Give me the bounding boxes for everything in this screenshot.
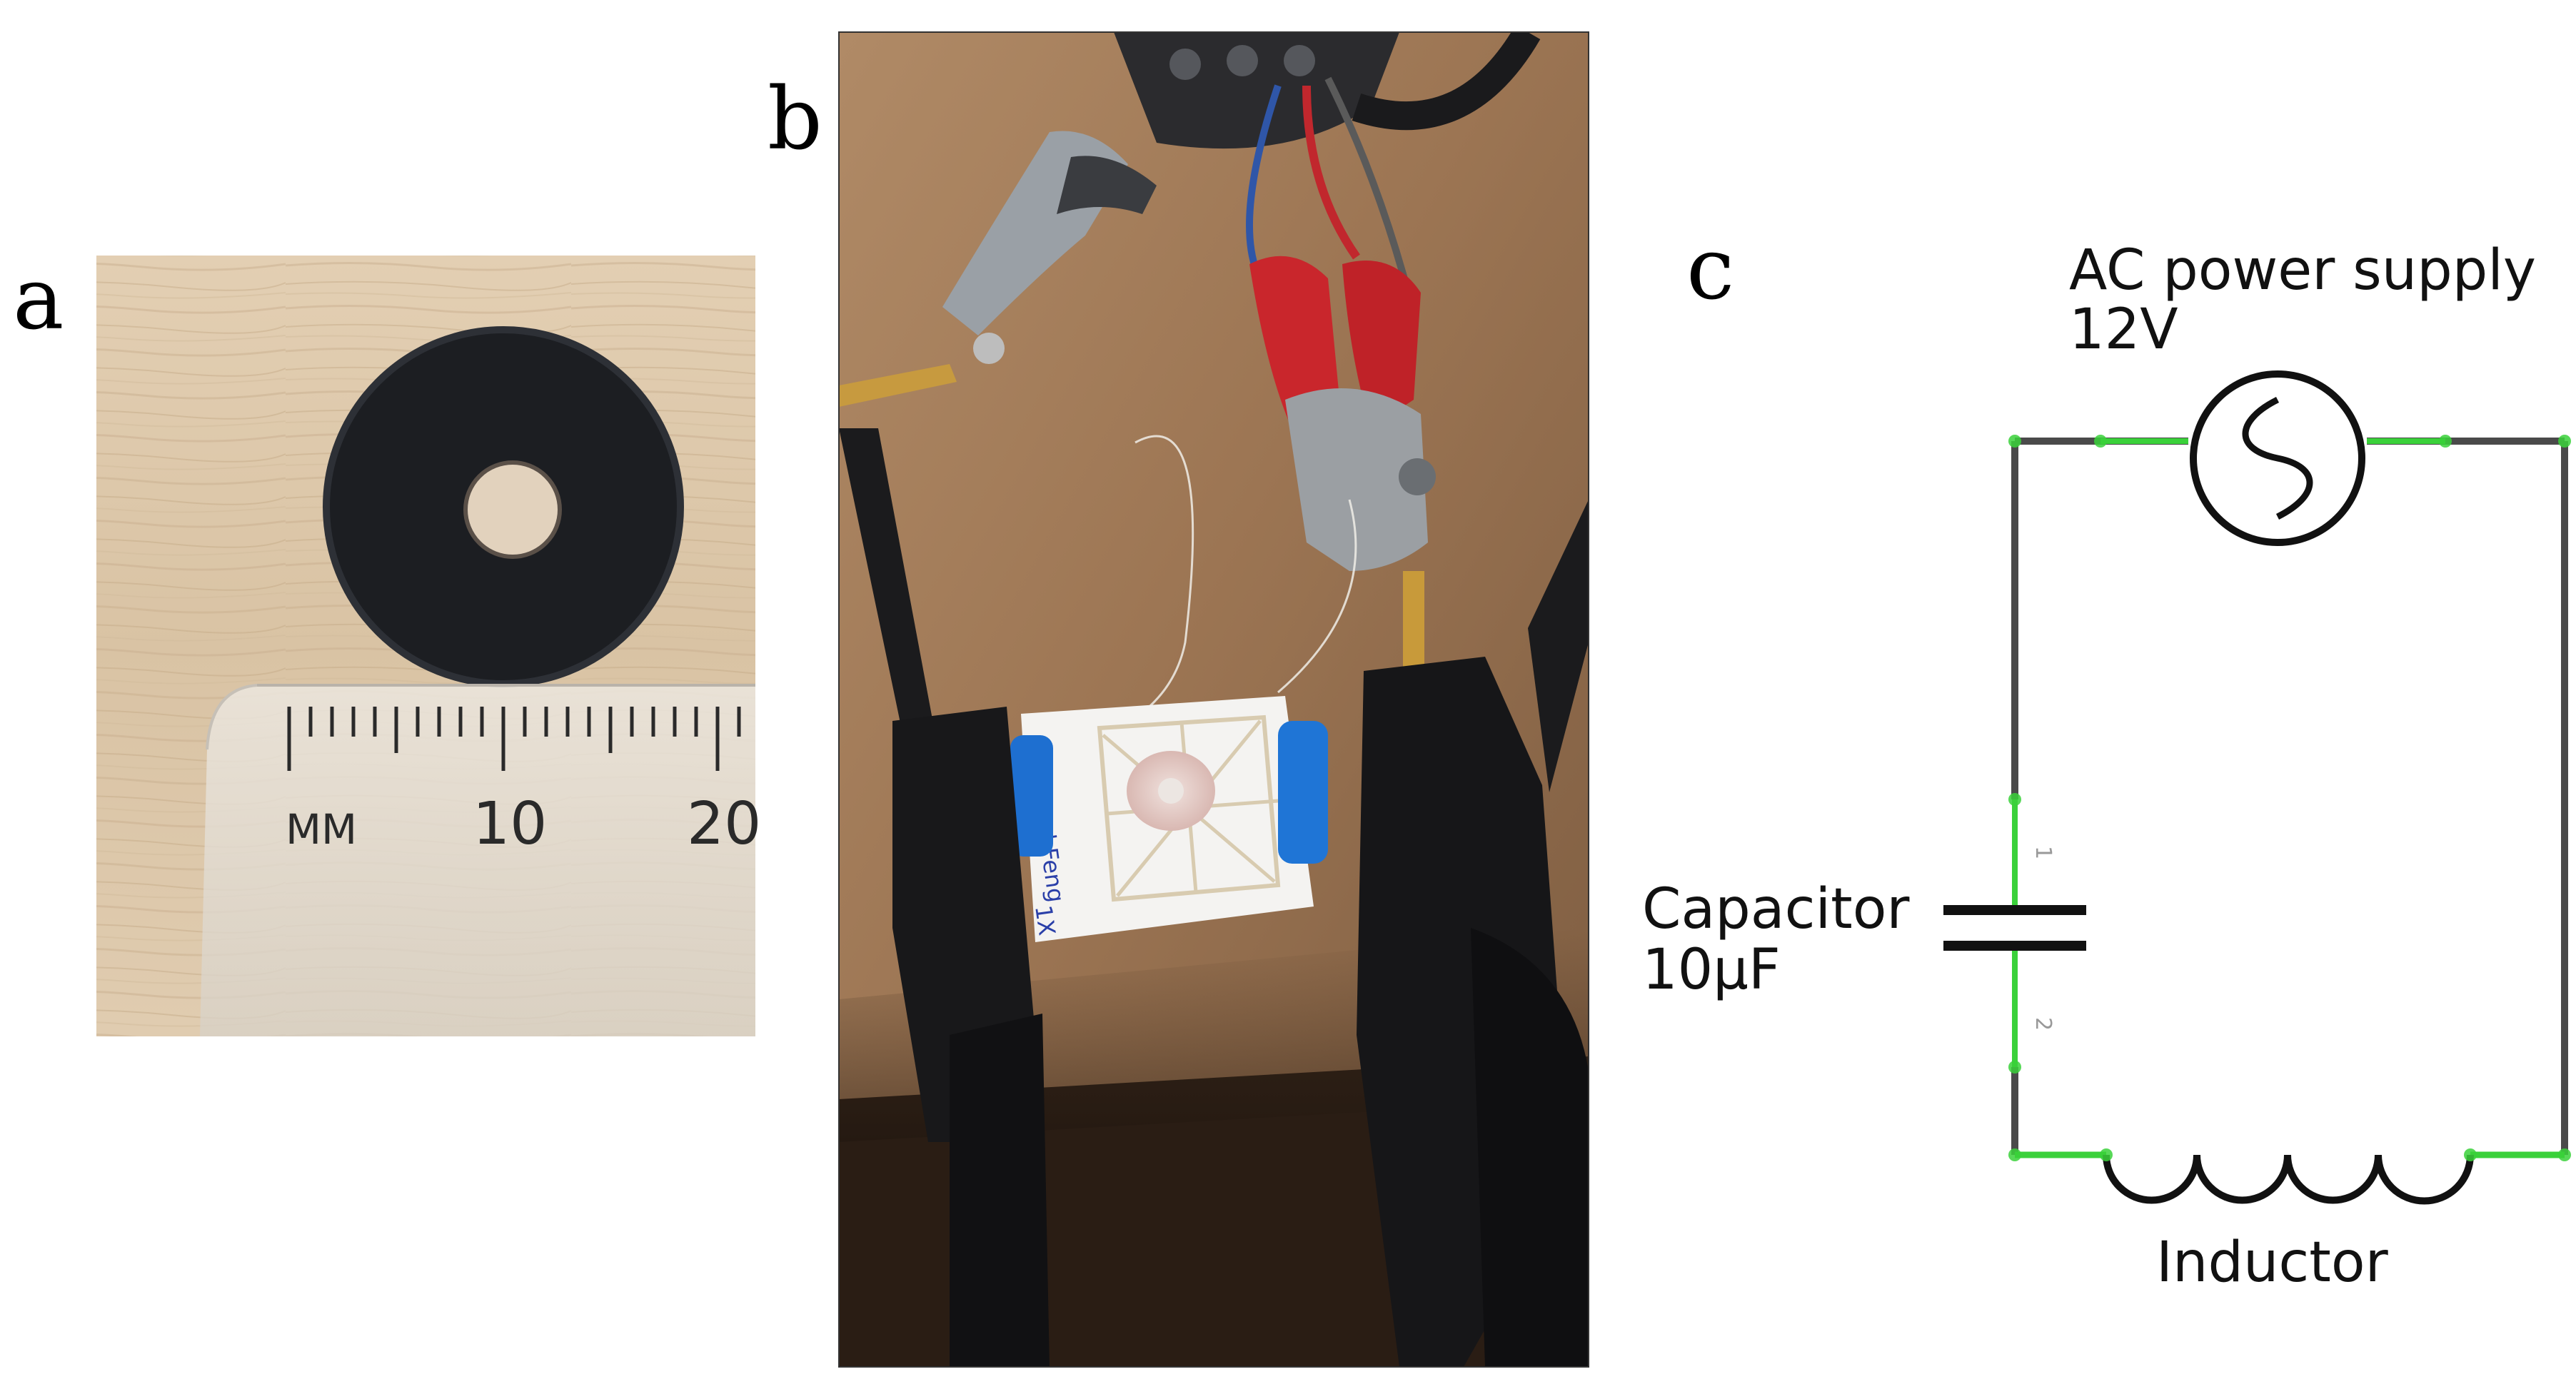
thin-wire-2 [1277,499,1357,694]
panel-b-frame [838,31,1589,1368]
washer-hole [466,463,560,557]
ruler-label-10: 10 [473,790,547,858]
ruler-label-20: 20 [687,790,761,858]
ruler-ticks [287,707,741,771]
grey-wire [1324,76,1414,301]
source-label-line2: 12V [2069,298,2178,362]
circuit-diagram: AC power supply 12V 1 2 Capacitor 10µF I… [1642,238,2571,1295]
ruler-corner [206,684,258,750]
black-stand-left [839,428,1050,1367]
red-alligator-clip [1249,256,1436,685]
blue-clip-right [1278,721,1328,864]
meter-jack-1 [1169,49,1201,80]
capacitor-label-line1: Capacitor [1642,877,1910,941]
panel-b-letter: b [768,70,822,169]
circuit-nodes [2008,435,2571,1161]
inductor-symbol [2103,1154,2474,1205]
circuit-node [2008,435,2021,448]
sample-card: Jun and Feng 1X [1021,696,1314,942]
panel-b-photo: Jun and Feng 1X [838,31,1589,1368]
ruler-body [200,685,755,1036]
meter-jack-2 [1227,45,1258,76]
circuit-node [2439,435,2452,448]
ruler: MM 10 20 [200,684,761,1036]
circuit-node [2558,435,2571,448]
blue-wire [1246,84,1282,273]
meter-jack-3 [1284,45,1315,76]
ruler-unit: MM [286,805,357,854]
circuit-node [2464,1148,2477,1161]
capacitor-label-line2: 10µF [1642,938,1781,1002]
inductor-label: Inductor [2156,1231,2389,1295]
grey-alligator-clip [839,131,1157,407]
panel-a-letter: a [13,250,64,349]
card-handwriting-2: 1X [1030,904,1061,937]
source-label-line1: AC power supply [2069,238,2536,303]
black-stand-right [1357,500,1589,1367]
circuit-node [2008,1061,2021,1074]
washer-hole-rim [463,460,562,559]
circuit-node [2100,1148,2113,1161]
panel-c-letter: c [1686,220,1734,319]
red-wire [1302,85,1360,260]
blue-clip-left [1010,735,1053,857]
capacitor-pin-1: 1 [2031,846,2056,859]
circuit-node [2008,793,2021,806]
circuit-node [2094,435,2107,448]
circuit-node [2008,1148,2021,1161]
circuit-node [2558,1148,2571,1161]
capacitor-plate-bottom [1943,941,2086,951]
sine-wave-icon [2242,396,2313,520]
black-cable [1352,32,1541,131]
capacitor-plate-top [1943,905,2086,915]
panel-a-photo: MM 10 20 [96,256,761,1036]
capacitor-pin-2: 2 [2031,1017,2056,1031]
